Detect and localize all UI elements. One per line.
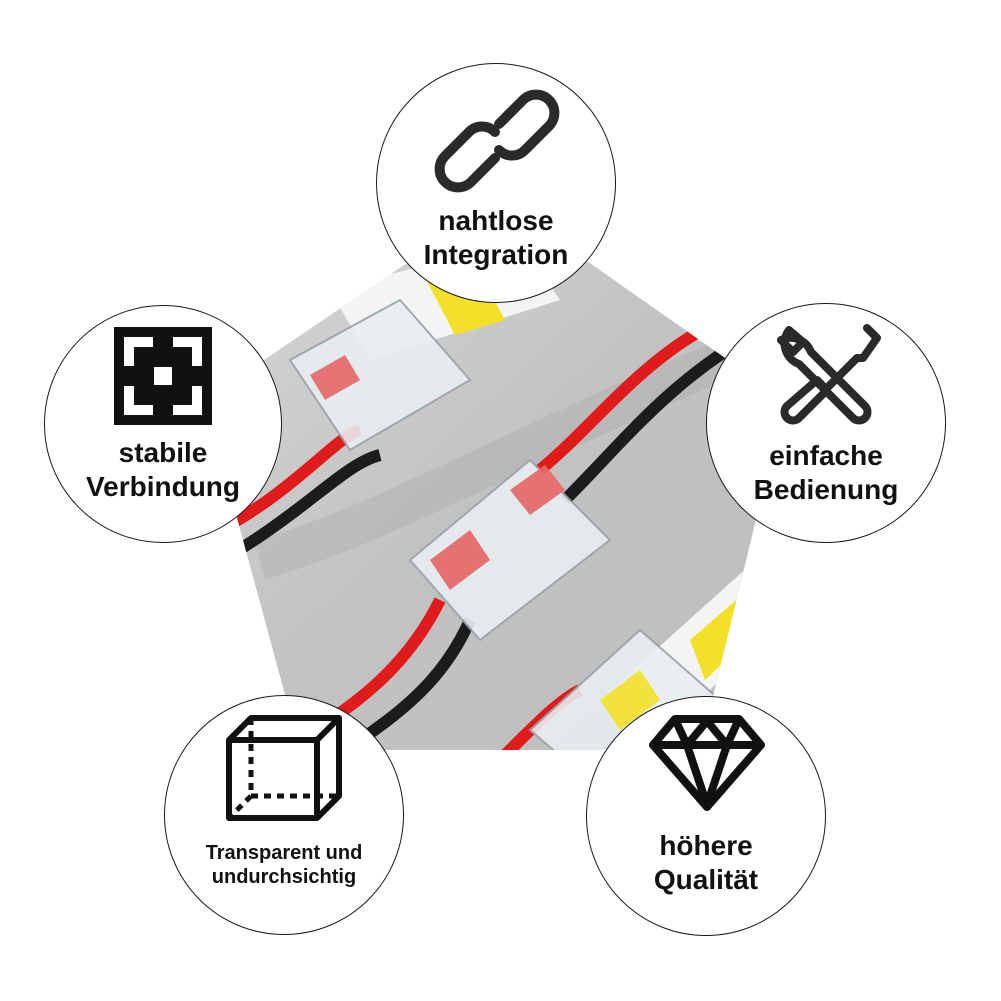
feature-circle-right: einfache Bedienung	[706, 303, 946, 543]
label-line-2: Qualität	[653, 864, 759, 896]
feature-circle-left: stabile Verbindung	[44, 305, 282, 543]
connector-top-left	[288, 298, 472, 452]
transparent-cube-icon	[226, 715, 342, 821]
label-line-2: Bedienung	[753, 474, 899, 506]
feature-label-right: einfache Bedienung	[707, 439, 945, 507]
feature-label-top: nahtlose Integration	[377, 204, 615, 272]
feature-circle-top: nahtlose Integration	[376, 63, 616, 303]
wire-red-top	[536, 314, 723, 475]
label-line-2: Verbindung	[86, 471, 240, 503]
wire-black-bottom	[356, 617, 476, 745]
interlocking-square-knot-icon	[114, 327, 212, 425]
feature-label-bottom-left: Transparent und undurchsichtig	[165, 841, 403, 890]
feature-circle-bottom-left: Transparent und undurchsichtig	[164, 695, 404, 935]
label-line-2: undurchsichtig	[211, 866, 357, 889]
feature-circle-bottom-right: höhere Qualität	[586, 696, 826, 936]
label-line-1: nahtlose	[438, 205, 554, 236]
label-line-1: Transparent und	[205, 842, 363, 864]
chain-link-icon	[434, 89, 560, 193]
label-line-2: Integration	[423, 239, 569, 271]
wire-red-bottom	[326, 597, 446, 725]
feature-label-left: stabile Verbindung	[45, 436, 281, 504]
feature-label-bottom-right: höhere Qualität	[587, 829, 825, 897]
connector-center	[408, 458, 612, 642]
label-line-1: stabile	[118, 437, 208, 468]
diamond-icon	[649, 715, 765, 811]
label-line-1: einfache	[769, 440, 883, 471]
label-line-1: höhere	[659, 830, 753, 861]
wrench-and-screwdriver-icon	[777, 324, 881, 425]
